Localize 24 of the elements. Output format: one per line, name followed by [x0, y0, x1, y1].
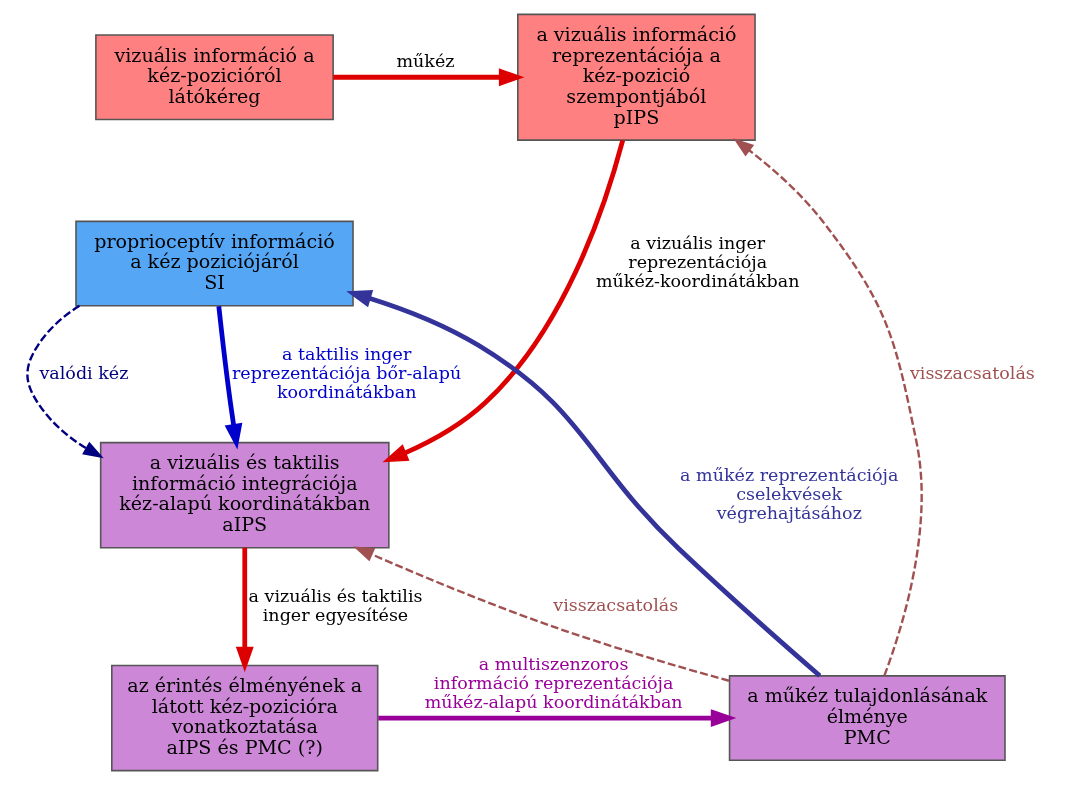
- edge-label: a műkéz reprezentációja cselekvések végrehajtásához: [680, 464, 899, 523]
- arrow: [346, 290, 822, 678]
- arrow: [353, 546, 730, 682]
- arrow: [235, 547, 254, 673]
- edge-label: műkéz: [396, 51, 455, 72]
- edge-label: a vizuális és taktilis inger egyesítése: [248, 585, 423, 625]
- node-box: vizuális információ a kéz-pozicióról látókéreg: [95, 34, 334, 121]
- edge-label: visszacsatolás: [553, 595, 679, 616]
- node-box: a vizuális és taktilis információ integrációja kéz-alapú koordinátákban aIPS: [99, 441, 390, 549]
- arrow: [26, 304, 104, 459]
- node-box: a vizuális információ reprezentációja a kéz-pozició szempontjából pIPS: [517, 13, 756, 141]
- arrow: [378, 709, 737, 728]
- edge-label: a vizuális inger reprezentációja műkéz-koordinátákban: [595, 232, 800, 292]
- arrow: [733, 138, 923, 676]
- edge-label: a taktilis inger reprezentációja bőr-alapú koordinátákban: [232, 343, 462, 402]
- arrow: [333, 68, 525, 87]
- edge-label: valódi kéz: [39, 362, 129, 383]
- node-box: az érintés élményének a látott kéz-pozicióra vonatkoztatása aIPS és PMC (?): [111, 664, 379, 772]
- arrow: [382, 139, 625, 463]
- edge-label: a multiszenzoros információ reprezentációja műkéz-alapú koordinátákban: [424, 654, 683, 713]
- node-box: a műkéz tulajdonlásának élménye PMC: [728, 675, 1006, 762]
- node-box: proprioceptív információ a kéz poziciójáról SI: [75, 220, 354, 307]
- arrow: [216, 305, 243, 450]
- edge-label: visszacsatolás: [909, 362, 1035, 383]
